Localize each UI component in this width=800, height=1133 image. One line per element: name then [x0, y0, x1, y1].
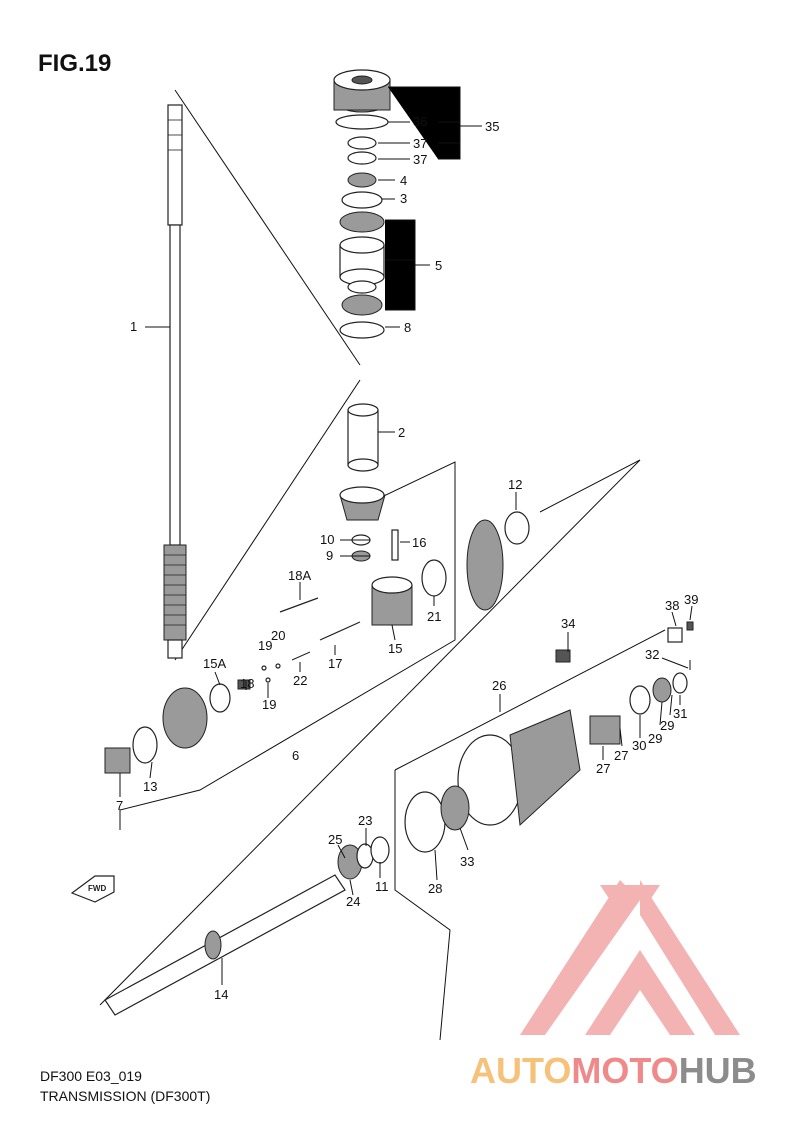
callout-label: 27: [596, 761, 610, 776]
callout-label: 19: [258, 638, 272, 653]
callout-label: 11: [375, 879, 389, 894]
callout-label: 12: [508, 477, 522, 492]
callout-label: 38: [665, 598, 679, 613]
callout-label: 35: [485, 119, 499, 134]
callout-label: 9: [326, 548, 333, 563]
bearing-housing: [404, 621, 694, 853]
callout-label: 26: [492, 678, 506, 693]
watermark-auto: AUTO: [470, 1050, 571, 1091]
callout-label: 31: [673, 706, 687, 721]
figure-code: DF300 E03_019: [40, 1068, 142, 1084]
figure-title: FIG.19: [38, 50, 112, 77]
callout-label: 22: [293, 673, 307, 688]
callout-label: 21: [427, 609, 441, 624]
callout-label: 7: [116, 798, 123, 813]
callout-label: 14: [214, 987, 228, 1002]
fwd-label: FWD: [88, 884, 106, 893]
callout-label: 32: [645, 647, 659, 662]
figure-caption: TRANSMISSION (DF300T): [40, 1088, 211, 1104]
callout-label: 29: [660, 718, 674, 733]
callout-label: 23: [358, 813, 372, 828]
callout-label: 28: [428, 881, 442, 896]
clutch-parts: [237, 529, 447, 690]
callout-label: 15A: [203, 656, 226, 671]
callout-leaders: [119, 86, 693, 985]
drive-shaft: [163, 104, 187, 659]
callout-label: 30: [632, 738, 646, 753]
callout-label: 27: [614, 748, 628, 763]
callout-label: 25: [328, 832, 342, 847]
callout-label: 37: [413, 152, 427, 167]
callout-label: 24: [346, 894, 360, 909]
callout-label: 17: [328, 656, 342, 671]
callout-label: 34: [561, 616, 575, 631]
callout-label: 5: [435, 258, 442, 273]
callout-label: 1: [130, 319, 137, 334]
callout-label: 20: [271, 628, 285, 643]
callout-label: 13: [143, 779, 157, 794]
callout-label: 29: [648, 731, 662, 746]
callout-label: 8: [404, 320, 411, 335]
callout-label: 10: [320, 532, 334, 547]
watermark-hub: HUB: [679, 1050, 757, 1091]
callout-label: 36: [413, 114, 427, 129]
callout-label: 39: [684, 592, 698, 607]
bevel-gear-forward: [466, 511, 530, 611]
callout-label: 19: [262, 697, 276, 712]
callout-label: 6: [292, 748, 299, 763]
callout-label: 4: [400, 173, 407, 188]
pinion-sleeve: [339, 403, 386, 521]
callout-label: 3: [400, 191, 407, 206]
callout-labels: 1 2 3 4 5 6 7 8 9 10 11 12 13 14 15 15A …: [116, 114, 698, 1002]
callout-label: 15: [388, 641, 402, 656]
callout-label: 37: [413, 136, 427, 151]
callout-label: 18: [240, 676, 254, 691]
callout-label: 18A: [288, 568, 311, 583]
upper-bearing-stack: [333, 69, 391, 339]
watermark-moto: MOTO: [571, 1050, 678, 1091]
callout-label: 16: [412, 535, 426, 550]
assembly-guide-lines: [99, 89, 691, 1041]
callout-label: 2: [398, 425, 405, 440]
forward-arrow-icon: FWD: [70, 875, 115, 903]
watermark-text: AUTOMOTOHUB: [470, 1050, 757, 1091]
callout-label: 33: [460, 854, 474, 869]
reverse-gear-group: [104, 683, 231, 774]
watermark-logo: [520, 880, 740, 1035]
propeller-shaft: [104, 836, 390, 1016]
